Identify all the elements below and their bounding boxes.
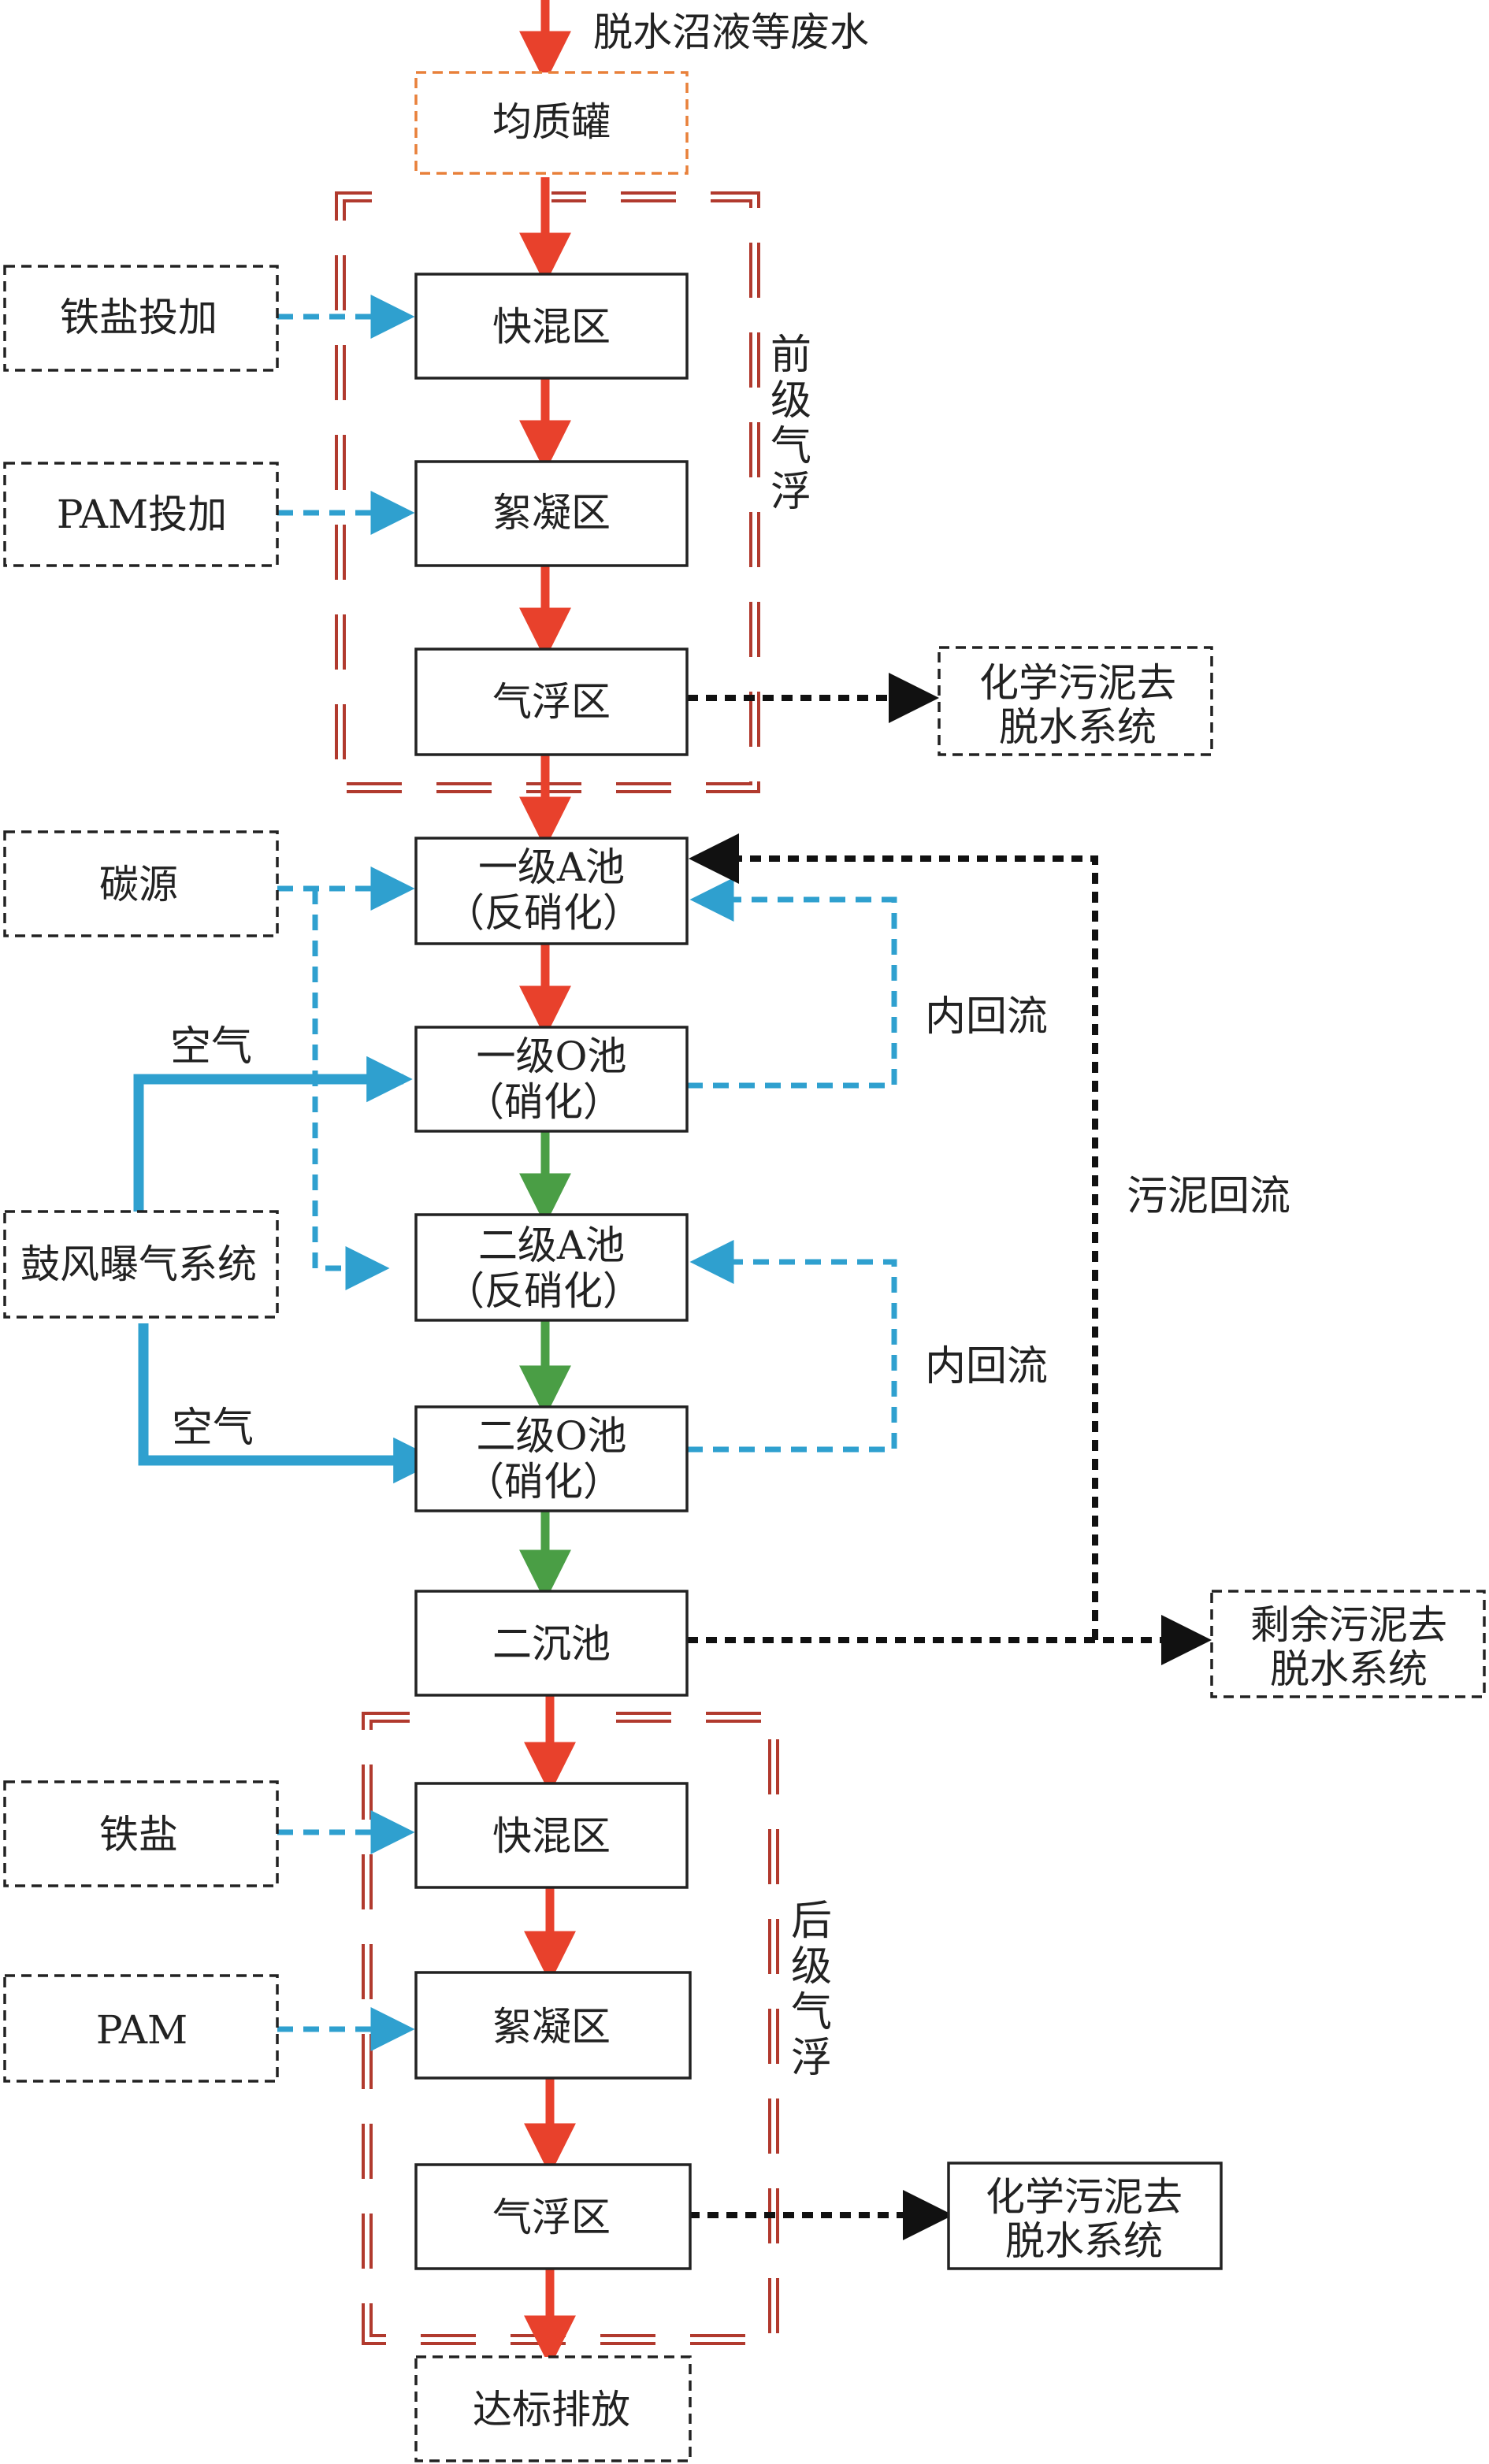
chem-sludge-2-line1: 化学污泥去	[986, 2174, 1183, 2220]
pre-flotation-group-char-4: 浮	[770, 469, 811, 516]
excess-sludge-box	[1210, 1590, 1486, 1698]
pam-dosing-label: PAM投加	[57, 492, 227, 537]
carbon-source-label: 碳源	[99, 862, 178, 907]
main-node-texts: 脱水沼液等废水 均质罐 快混区 絮凝区 气浮区 一级A池 （反硝化） 一级O池 …	[445, 9, 869, 2432]
air-line-1	[133, 1056, 413, 1212]
side-boxes	[3, 265, 1486, 2270]
pre-fast-mix-label: 快混区	[492, 304, 611, 350]
dosing-arrows	[277, 295, 897, 2051]
post-flotation-group-char-3: 气	[791, 1989, 832, 2036]
chem-sludge-1-line2: 脱水系统	[999, 704, 1157, 750]
o1-tank-box	[414, 1026, 689, 1133]
post-flotation-group-border	[362, 1712, 779, 2345]
post-flotation-group-char-4: 浮	[791, 2035, 832, 2082]
internal-reflux-label-1: 内回流	[925, 993, 1048, 1041]
post-flocculation-box	[414, 1971, 692, 2080]
a1-label-line2: （反硝化）	[445, 890, 642, 936]
pre-flotation-box	[414, 648, 689, 756]
arrow-internal-reflux-2	[687, 1240, 897, 1453]
air-line-2	[138, 1323, 440, 1484]
side-node-texts: 铁盐投加 PAM投加 碳源 鼓风曝气系统 铁盐 PAM 化学污泥去 脱水系统 剩…	[20, 295, 1447, 2264]
secondary-clarifier-box	[414, 1590, 689, 1697]
air-lines	[133, 1056, 440, 1484]
air-label-1: 空气	[170, 1023, 252, 1071]
pre-flotation-label: 气浮区	[492, 679, 611, 725]
chem-sludge-1-box	[938, 646, 1213, 756]
post-flotation-box	[414, 2163, 692, 2270]
pre-fast-mix-box	[414, 273, 689, 380]
sludge-reflux-label: 污泥回流	[1127, 1173, 1290, 1220]
o1-label-line2: （硝化）	[465, 1079, 622, 1125]
o2-label-line1: 二级O池	[477, 1413, 627, 1459]
main-boxes	[414, 71, 692, 2462]
iron-dosing-label: 铁盐投加	[60, 295, 217, 340]
a1-tank-box	[414, 837, 689, 945]
o1-label-line1: 一级O池	[477, 1033, 627, 1079]
excess-sludge-line1: 剩余污泥去	[1250, 1602, 1447, 1648]
homogenizer-label: 均质罐	[492, 99, 611, 145]
input-label: 脱水沼液等废水	[593, 9, 869, 55]
arrow-carbon-to-a2	[312, 889, 390, 1290]
discharge-box	[414, 2355, 692, 2462]
homogenizer-box	[414, 71, 689, 175]
chem-sludge-1-line1: 化学污泥去	[979, 660, 1176, 706]
main-flow-arrows	[519, 0, 576, 2368]
carbon-source-box	[3, 830, 279, 937]
post-fast-mix-label: 快混区	[492, 1813, 611, 1859]
pre-flotation-group-char-3: 气	[770, 423, 811, 470]
pam-dosing-box	[3, 462, 279, 567]
iron-dosing-box	[3, 265, 279, 372]
a2-label-line1: 二级A池	[478, 1223, 625, 1268]
pre-flocculation-box	[414, 460, 689, 567]
a1-label-line1: 一级A池	[478, 844, 625, 890]
post-flocculation-label: 絮凝区	[492, 2004, 611, 2050]
chem-sludge-2-line2: 脱水系统	[1005, 2218, 1163, 2264]
flow-label-texts: 前 级 气 浮 后 级 气 浮 空气 空气 内回流 内回流 污泥回流	[170, 332, 1290, 2082]
secondary-clarifier-label: 二沉池	[492, 1621, 611, 1667]
arrow-sludge-reflux	[689, 833, 1098, 1640]
pre-flocculation-label: 絮凝区	[492, 490, 611, 536]
o2-label-line2: （硝化）	[465, 1459, 622, 1505]
sludge-arrows	[687, 673, 1212, 2240]
blower-box	[3, 1210, 279, 1319]
post-flotation-group-char-2: 级	[791, 1943, 832, 1991]
blower-label: 鼓风曝气系统	[20, 1241, 257, 1287]
discharge-label: 达标排放	[473, 2387, 630, 2432]
a2-label-line2: （反硝化）	[445, 1268, 642, 1314]
pre-flotation-group-char-2: 级	[770, 377, 811, 425]
iron-salt-box	[3, 1780, 279, 1887]
post-flotation-label: 气浮区	[492, 2195, 611, 2240]
air-label-2: 空气	[172, 1405, 254, 1452]
pre-flotation-group-char-1: 前	[770, 332, 811, 379]
post-fast-mix-box	[414, 1782, 689, 1889]
pam-label: PAM	[96, 2007, 188, 2053]
pam-box	[3, 1974, 279, 2083]
chem-sludge-2-box	[947, 2162, 1223, 2270]
iron-salt-label: 铁盐	[99, 1812, 178, 1857]
internal-reflux-label-2: 内回流	[925, 1343, 1048, 1390]
a2-tank-box	[414, 1213, 689, 1322]
arrow-internal-reflux-1	[687, 878, 897, 1089]
post-flotation-group-char-1: 后	[791, 1898, 832, 1945]
o2-tank-box	[414, 1405, 689, 1512]
excess-sludge-line2: 脱水系统	[1270, 1646, 1428, 1692]
